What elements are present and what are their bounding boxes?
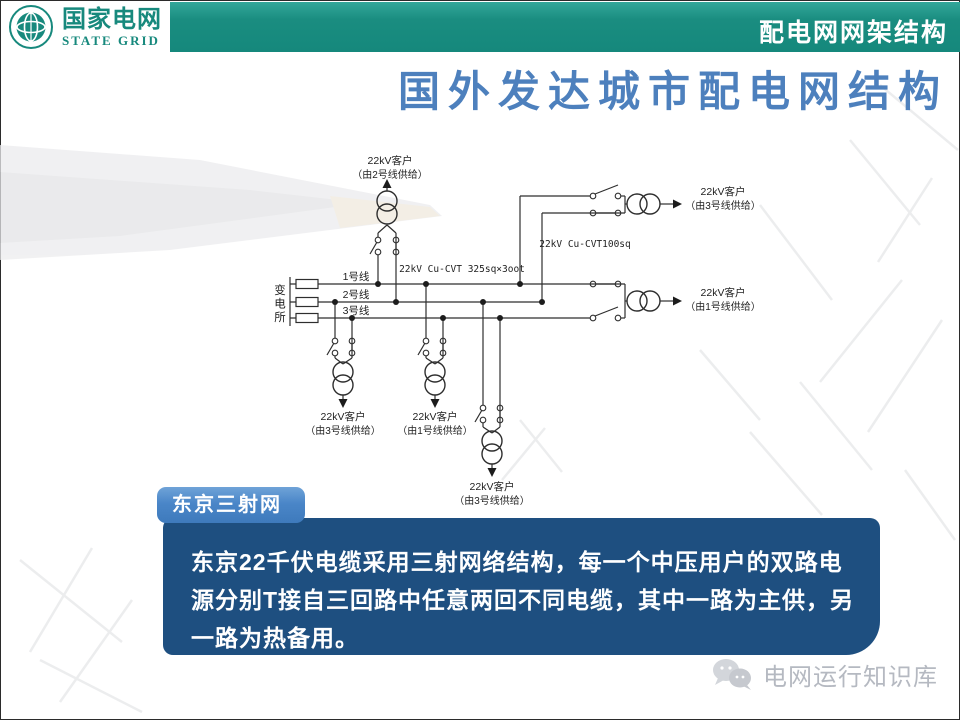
logo-en: STATE GRID bbox=[62, 32, 160, 48]
customer-bottom-mid-name: 22kV客户 bbox=[413, 410, 458, 423]
diagram-labels: 1号线 2号线 3号线 22kV Cu-CVT 325sq×3oot 22kV … bbox=[305, 154, 761, 507]
footer-watermark: 电网运行知识库 bbox=[711, 656, 938, 692]
feeder-2-label: 2号线 bbox=[343, 288, 370, 301]
breaker-boxes bbox=[295, 278, 319, 324]
customer-bottom-mid-source: （由1号线供给） bbox=[397, 424, 473, 437]
feeder-3-label: 3号线 bbox=[343, 304, 370, 317]
switch-contacts bbox=[331, 192, 622, 424]
customer-bottom-center-source: （由3号线供给） bbox=[454, 494, 530, 507]
arrowheads bbox=[338, 179, 682, 477]
customer-right-mid-source: （由1号线供给） bbox=[685, 300, 761, 313]
page-title: 国外发达城市配电网结构 bbox=[397, 70, 948, 116]
feeder-1-label: 1号线 bbox=[343, 270, 370, 283]
header-bar bbox=[170, 2, 960, 52]
customer-bottom-left-name: 22kV客户 bbox=[321, 410, 366, 423]
customer-right-mid-name: 22kV客户 bbox=[701, 286, 746, 299]
chat-bubbles-icon bbox=[713, 659, 751, 690]
switch-blades bbox=[326, 184, 621, 423]
customer-top-name: 22kV客户 bbox=[368, 154, 413, 167]
customer-bottom-left-source: （由3号线供给） bbox=[305, 424, 381, 437]
cable-spec-main: 22kV Cu-CVT 325sq×3oot bbox=[399, 264, 525, 275]
state-grid-globe-icon bbox=[9, 5, 53, 49]
state-grid-logo: 国家电网 STATE GRID bbox=[8, 4, 162, 50]
junction-dots bbox=[332, 281, 545, 321]
transformers bbox=[332, 190, 661, 465]
logo-cn: 国家电网 bbox=[62, 5, 162, 33]
substation-label: 变电所 bbox=[273, 284, 285, 325]
customer-right-top-source: （由3号线供给） bbox=[685, 199, 761, 212]
callout-box: 东京22千伏电缆采用三射网络结构，每一个中压用户的双路电源分别T接自三回路中任意… bbox=[163, 518, 880, 655]
callout-tag: 东京三射网 bbox=[157, 487, 305, 523]
callout-body: 东京22千伏电缆采用三射网络结构，每一个中压用户的双路电源分别T接自三回路中任意… bbox=[191, 549, 855, 651]
customer-right-top-name: 22kV客户 bbox=[701, 185, 746, 198]
cable-spec-branch: 22kV Cu-CVT100sq bbox=[539, 239, 631, 250]
customer-bottom-center-name: 22kV客户 bbox=[470, 480, 515, 493]
header-corner-label: 配电网网架结构 bbox=[758, 19, 948, 47]
footer-watermark-text: 电网运行知识库 bbox=[763, 663, 938, 691]
customer-top-source: （由2号线供给） bbox=[352, 168, 428, 181]
logo-text: 国家电网 STATE GRID bbox=[62, 5, 162, 48]
